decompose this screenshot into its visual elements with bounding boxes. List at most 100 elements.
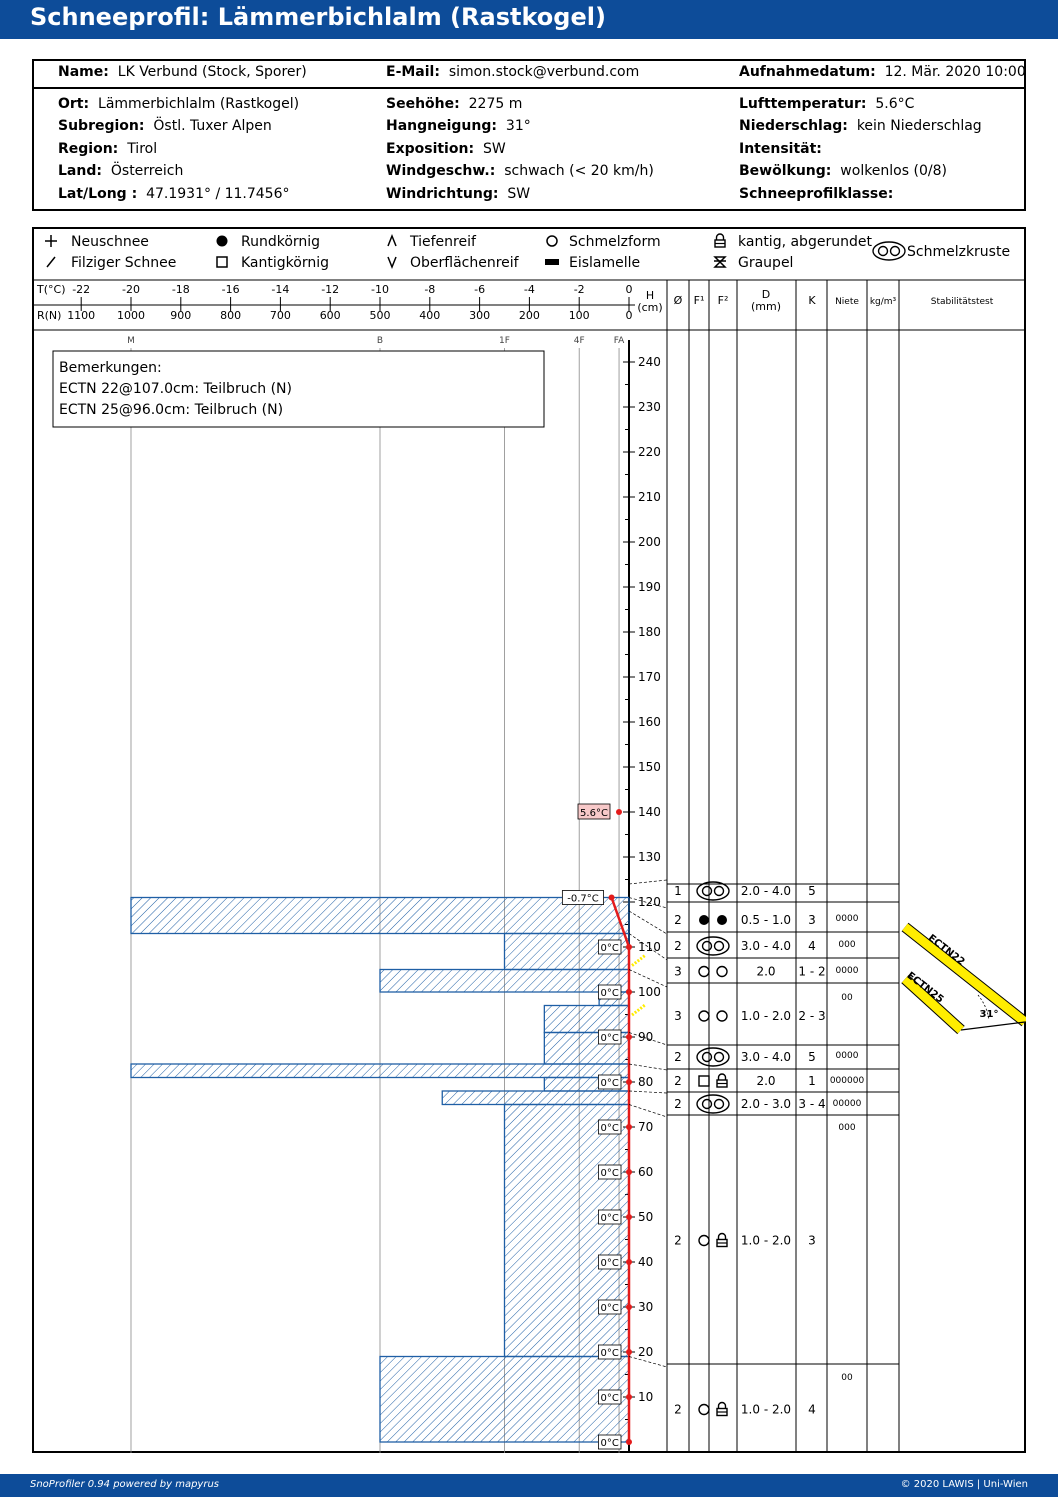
col-header-hardness: K (808, 294, 816, 307)
footer-copyright: © 2020 LAWIS | Uni-Wien (900, 1479, 1028, 1490)
melt-crust-icon (872, 241, 906, 261)
height-tick-label: 140 (638, 805, 661, 819)
layer-size-class: 2 (674, 1074, 682, 1088)
hardness-tick-label: 300 (469, 309, 490, 322)
col-header-stability-test: Stabilitätstest (931, 297, 994, 307)
height-tick-label: 40 (638, 1255, 653, 1269)
height-tick-label: 240 (638, 355, 661, 369)
temperature-tick-label: -4 (524, 283, 535, 296)
height-tick-label: 200 (638, 535, 661, 549)
temperature-label-box (598, 1209, 622, 1225)
height-tick-label: 50 (638, 1210, 653, 1224)
legend-label: Graupel (738, 255, 793, 271)
layer-hardness: 5 (808, 884, 816, 898)
info-field: Ort: Lämmerbichlalm (Rastkogel) (58, 96, 300, 112)
temperature-point (626, 1124, 632, 1130)
hardness-bar (543, 1004, 630, 1034)
temperature-point (626, 1169, 632, 1175)
rounding-faceted-icon-shackle (717, 1232, 727, 1240)
observer-name: Name: LK Verbund (Stock, Sporer) (58, 64, 307, 80)
melt-form-icon (698, 965, 710, 978)
temperature-tick-label: -16 (222, 283, 240, 296)
layer-leader-line (628, 1032, 668, 1046)
rounding-faceted-icon-shackle (717, 1073, 727, 1080)
layer-rivets: 000 (838, 940, 855, 950)
temperature-label-box (598, 1389, 622, 1405)
info-field: Region: Tirol (58, 140, 158, 157)
height-tick-label: 210 (638, 490, 661, 504)
height-axis-label: H (646, 289, 654, 302)
layer-hardness: 3 (808, 1234, 816, 1248)
layer-size-class: 2 (674, 913, 682, 927)
melt-crust-icon (696, 936, 730, 956)
temperature-label: 0°C (601, 1123, 619, 1134)
temperature-label: 0°C (601, 943, 619, 954)
height-tick-label: 30 (638, 1300, 653, 1314)
info-field: Niederschlag: kein Niederschlag (739, 118, 982, 135)
temperature-label: 0°C (601, 1258, 619, 1269)
melt-crust-icon-right (713, 940, 725, 952)
info-separator (34, 87, 1024, 89)
height-tick-label: 150 (638, 760, 661, 774)
remark-line: ECTN 25@96.0cm: Teilbruch (N) (59, 402, 283, 418)
remark-line: ECTN 22@107.0cm: Teilbruch (N) (59, 381, 292, 397)
layer-grain-size: 1.0 - 2.0 (741, 1009, 791, 1023)
height-tick-label: 70 (638, 1120, 653, 1134)
layer-rivets: 0000 (836, 966, 859, 976)
layer-rivets: 00000 (833, 1099, 862, 1109)
rounded-grain-icon (699, 915, 709, 925)
hardness-bar (503, 1103, 630, 1358)
legend-label: Schmelzkruste (907, 244, 1010, 260)
melt-form-icon (716, 965, 728, 978)
melt-crust-icon (696, 1094, 730, 1114)
layer-size-class: 3 (674, 965, 682, 979)
temperature-label: 0°C (601, 1393, 619, 1404)
layer-size-class: 2 (674, 1050, 682, 1064)
temperature-tick-label: -6 (474, 283, 485, 296)
temperature-axis-label: T(°C) (36, 283, 65, 296)
temperature-label-box (598, 1299, 622, 1315)
layer-grain-size: 2.0 (756, 1074, 775, 1088)
hardness-tick-label: 400 (419, 309, 440, 322)
temperature-label: 0°C (601, 1213, 619, 1224)
layer-leader-line (628, 1104, 668, 1118)
layer-leader-line (628, 1356, 668, 1368)
layer-hardness: 1 (808, 1074, 816, 1088)
temperature-point (626, 1439, 632, 1445)
temperature-tick-label: -8 (424, 283, 435, 296)
legend-label: Tiefenreif (409, 234, 477, 250)
stability-test-ectn25 (901, 975, 965, 1034)
rounded-grain-icon (216, 235, 228, 247)
height-tick-label: 80 (638, 1075, 653, 1089)
layer-hardness: 3 - 4 (798, 1097, 825, 1111)
temperature-label-box (598, 1074, 622, 1090)
temperature-point (626, 1079, 632, 1085)
temperature-label: 0°C (601, 1168, 619, 1179)
legend-label: Schmelzform (569, 234, 661, 250)
hand-hardness-label: 4F (574, 336, 585, 346)
height-tick-label: 170 (638, 670, 661, 684)
info-field: Hangneigung: 31° (386, 118, 531, 135)
layer-rivets: 000 (838, 1123, 855, 1133)
layer-size-class: 2 (674, 1403, 682, 1417)
temperature-label-box (598, 1254, 622, 1270)
hand-hardness-label: 1F (499, 336, 510, 346)
temperature-tick-label: -18 (172, 283, 190, 296)
layer-hardness: 1 - 2 (798, 965, 825, 979)
legend-label: Eislamelle (569, 255, 640, 271)
hand-hardness-label: M (127, 336, 135, 346)
hardness-bar (441, 1090, 630, 1106)
layer-grain-size: 0.5 - 1.0 (741, 913, 791, 927)
height-tick-label: 230 (638, 400, 661, 414)
melt-crust-icon-right (889, 245, 901, 257)
height-axis-unit: (cm) (637, 301, 662, 314)
stability-fracture-marker (631, 954, 646, 967)
height-tick-label: 160 (638, 715, 661, 729)
profile-info-box: Name: LK Verbund (Stock, Sporer) E-Mail:… (32, 59, 1026, 211)
legend-label: Neuschnee (71, 234, 149, 250)
layer-rivets: 000000 (830, 1076, 865, 1086)
height-tick-label: 90 (638, 1030, 653, 1044)
hardness-tick-label: 1000 (117, 309, 145, 322)
height-tick-label: 60 (638, 1165, 653, 1179)
